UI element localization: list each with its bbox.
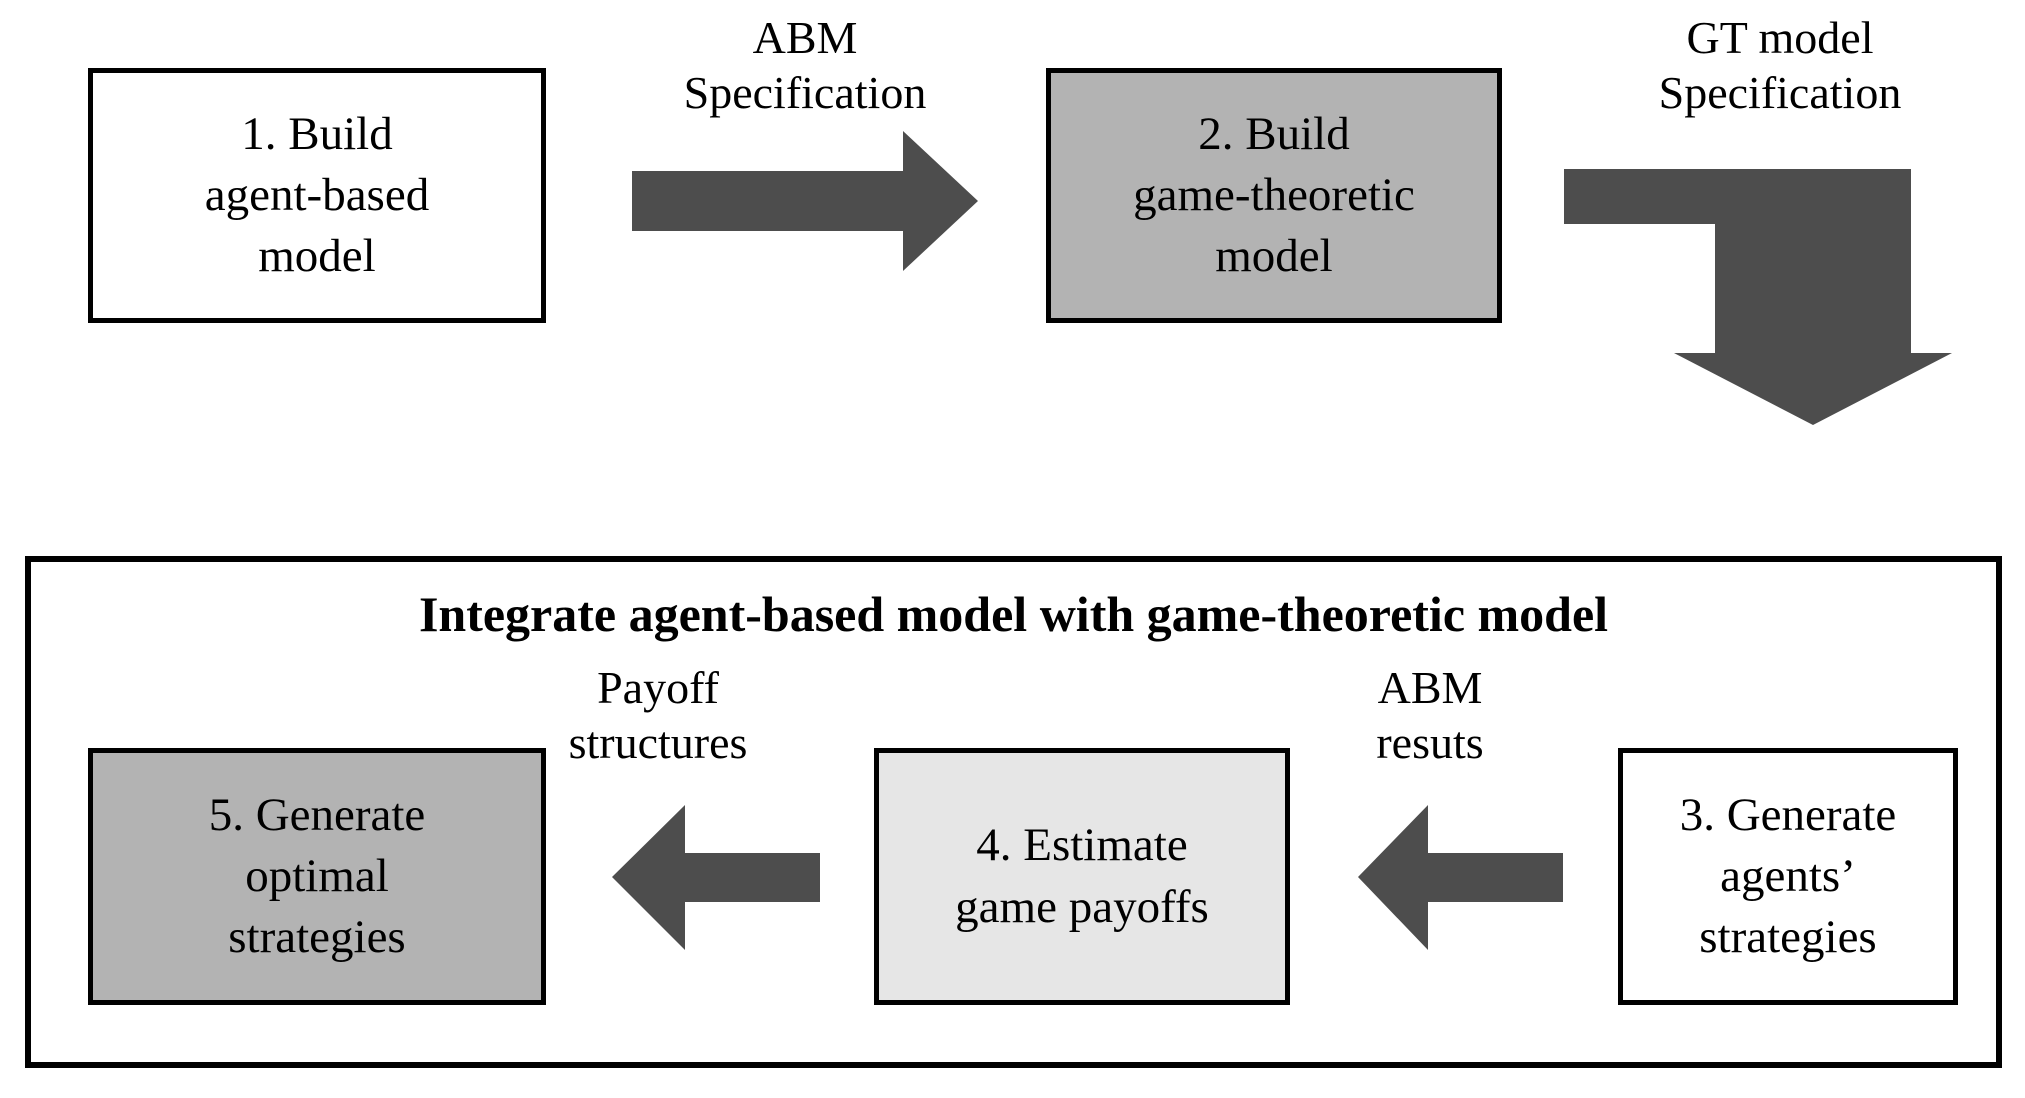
node-step-3-generate-agents-strategies[interactable]: 3. Generate agents’ strategies bbox=[1618, 748, 1958, 1005]
edge-label-gt-model-specification: GT model Specification bbox=[1658, 12, 1902, 119]
node-step-2-build-game-theoretic-model[interactable]: 2. Build game-theoretic model bbox=[1046, 68, 1502, 323]
integration-container-title: Integrate agent-based model with game-th… bbox=[418, 586, 1609, 642]
node-step-2-label: 2. Build game-theoretic model bbox=[1133, 107, 1415, 283]
node-step-1-label: 1. Build agent-based model bbox=[204, 107, 430, 283]
node-step-3-label: 3. Generate agents’ strategies bbox=[1679, 788, 1897, 964]
edge-label-payoff-structures: Payoff structures bbox=[568, 662, 748, 769]
arrow-left-step3-to-step4 bbox=[1358, 805, 1563, 950]
edge-label-abm-resuts: ABM resuts bbox=[1376, 662, 1484, 769]
node-step-4-estimate-game-payoffs[interactable]: 4. Estimate game payoffs bbox=[874, 748, 1290, 1005]
node-step-5-label: 5. Generate optimal strategies bbox=[208, 788, 426, 964]
arrow-elbow-step2-to-step3 bbox=[1564, 169, 1952, 425]
node-step-1-build-agent-based-model[interactable]: 1. Build agent-based model bbox=[88, 68, 546, 323]
edge-label-abm-specification: ABM Specification bbox=[683, 12, 927, 119]
node-step-4-label: 4. Estimate game payoffs bbox=[955, 819, 1209, 933]
arrow-right-step1-to-step2 bbox=[632, 131, 978, 271]
arrow-left-step4-to-step5 bbox=[612, 805, 820, 950]
node-step-5-generate-optimal-strategies[interactable]: 5. Generate optimal strategies bbox=[88, 748, 546, 1005]
